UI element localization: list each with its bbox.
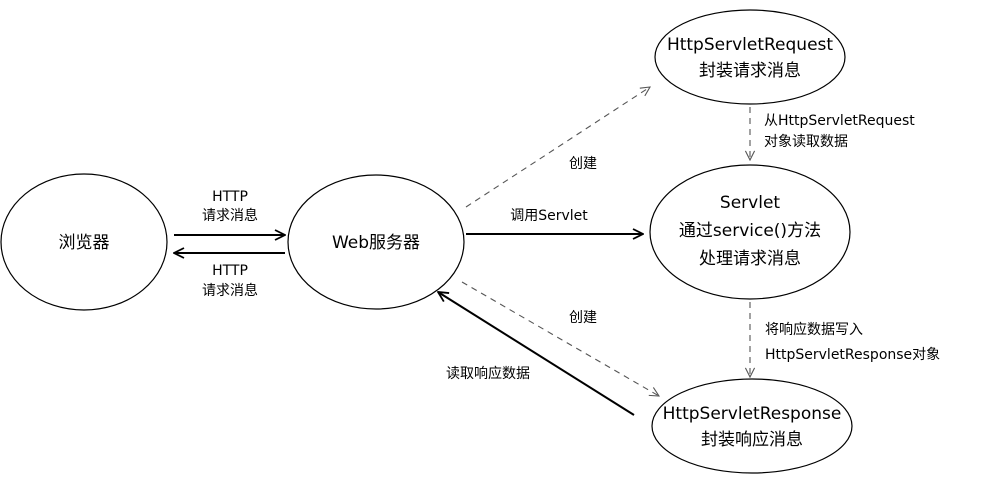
node-http-servlet-response: HttpServletResponse 封装响应消息 xyxy=(651,378,853,474)
edge-read-response-label: 读取响应数据 xyxy=(446,365,530,382)
edge-write-response-line2: HttpServletResponse对象 xyxy=(765,347,940,363)
edge-read-request-line2: 对象读取数据 xyxy=(764,133,848,150)
node-browser: 浏览器 xyxy=(0,173,168,311)
edge-read-request-line1: 从HttpServletRequest xyxy=(764,113,915,129)
edge-server-to-browser-line2: 请求消息 xyxy=(202,282,258,299)
edge-read-response: 读取响应数据 xyxy=(438,292,635,416)
node-web-server: Web服务器 xyxy=(287,174,465,310)
edge-write-response-line1: 将响应数据写入 xyxy=(765,321,863,338)
node-response-line1: HttpServletResponse xyxy=(663,404,842,424)
node-response-line2: 封装响应消息 xyxy=(701,430,803,450)
node-servlet-line1: Servlet xyxy=(720,193,780,213)
edge-create-request-label: 创建 xyxy=(569,156,597,172)
edge-browser-to-server-line1: HTTP xyxy=(212,189,248,205)
edge-create-response-label: 创建 xyxy=(569,310,597,326)
node-servlet: Servlet 通过service()方法 处理请求消息 xyxy=(649,164,851,300)
edge-create-request: 创建 xyxy=(465,87,650,208)
edge-browser-to-server: HTTP 请求消息 xyxy=(174,189,285,235)
node-browser-label: 浏览器 xyxy=(59,233,110,253)
edge-server-to-browser-line1: HTTP xyxy=(212,263,248,279)
edge-browser-to-server-line2: 请求消息 xyxy=(202,207,258,224)
edge-call-servlet: 调用Servlet xyxy=(466,208,643,234)
edge-create-response: 创建 xyxy=(461,281,659,396)
edge-call-servlet-label: 调用Servlet xyxy=(510,208,588,224)
edge-server-to-browser: HTTP 请求消息 xyxy=(174,253,285,299)
edge-read-request: 从HttpServletRequest 对象读取数据 xyxy=(750,107,915,160)
node-request-line1: HttpServletRequest xyxy=(667,35,833,55)
node-servlet-line3: 处理请求消息 xyxy=(699,249,801,269)
node-http-servlet-request: HttpServletRequest 封装请求消息 xyxy=(654,9,846,105)
edge-write-response: 将响应数据写入 HttpServletResponse对象 xyxy=(750,302,940,377)
node-request-line2: 封装请求消息 xyxy=(699,61,801,81)
node-servlet-line2: 通过service()方法 xyxy=(679,221,821,241)
node-web-server-label: Web服务器 xyxy=(332,233,420,253)
